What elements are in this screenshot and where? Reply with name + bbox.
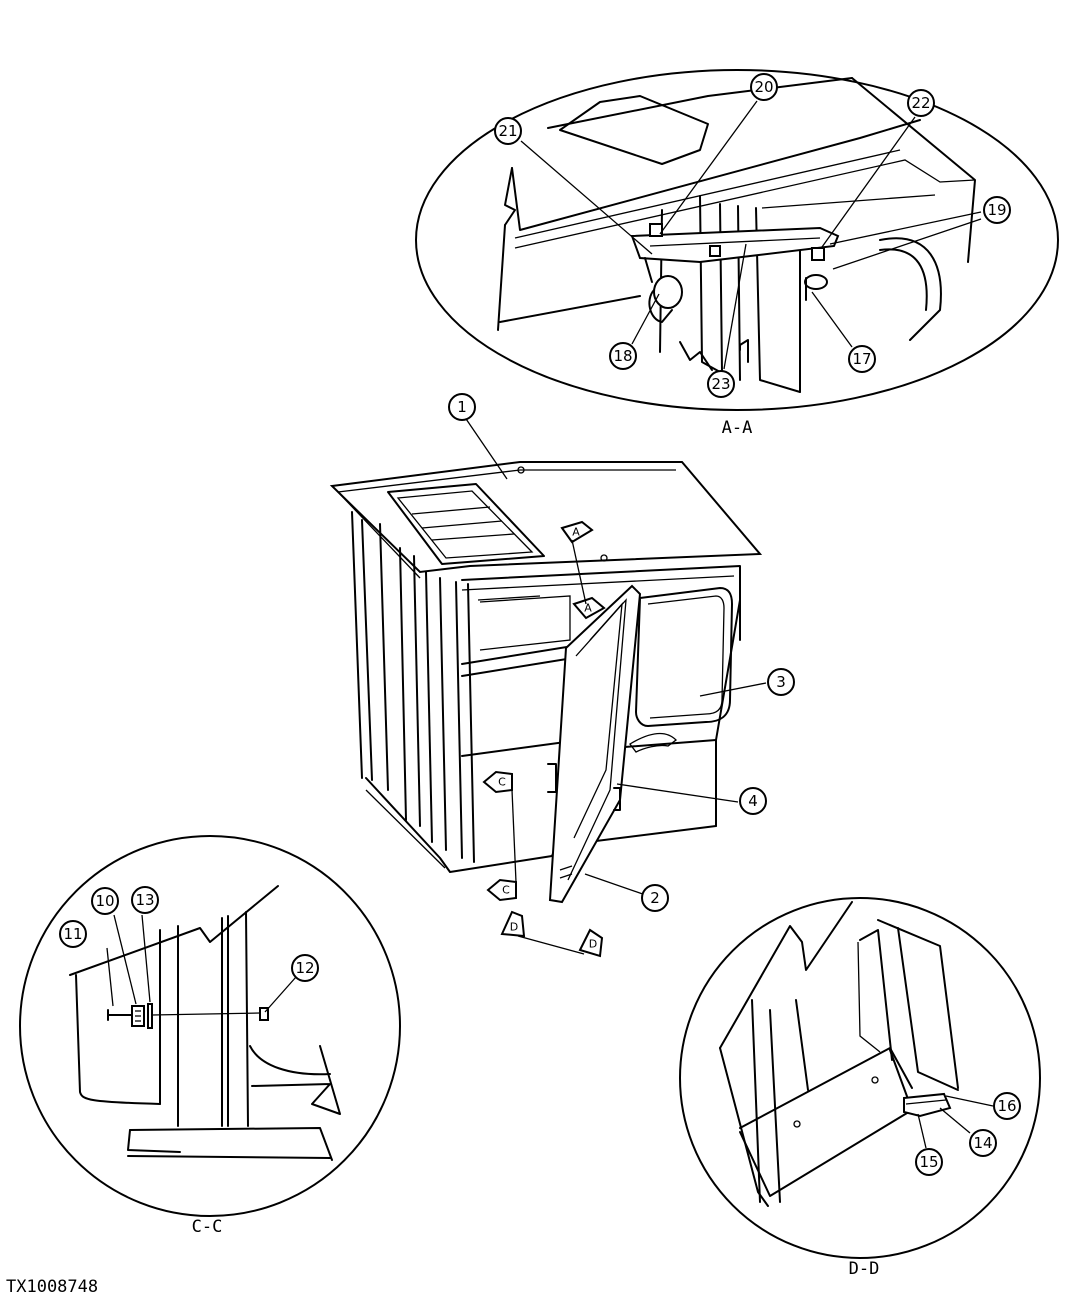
callout-23: 23 xyxy=(707,370,735,398)
section-marker-d-right: D xyxy=(578,928,604,958)
detail-c-c-boundary xyxy=(19,835,401,1217)
svg-text:14: 14 xyxy=(973,1134,992,1152)
view-label-c-c: C-C xyxy=(192,1217,223,1237)
callout-21: 21 xyxy=(494,117,522,145)
right-side-window xyxy=(635,587,733,727)
callout-17: 17 xyxy=(848,345,876,373)
svg-text:13: 13 xyxy=(135,891,154,909)
section-marker-c-upper: C xyxy=(482,770,513,794)
detail-a-a-structure xyxy=(497,77,976,393)
callout-3: 3 xyxy=(767,668,795,696)
svg-text:23: 23 xyxy=(711,375,730,393)
svg-text:21: 21 xyxy=(498,122,517,140)
svg-text:A: A xyxy=(584,602,592,615)
detail-view-d-d: D-D xyxy=(679,897,1041,1279)
callout-14: 14 xyxy=(969,1129,997,1157)
callout-16: 16 xyxy=(993,1092,1021,1120)
svg-text:16: 16 xyxy=(997,1097,1016,1115)
svg-text:3: 3 xyxy=(776,673,786,691)
callout-2: 2 xyxy=(641,884,669,912)
callout-10: 10 xyxy=(91,887,119,915)
leader-lines xyxy=(106,100,994,1149)
svg-text:4: 4 xyxy=(748,792,758,810)
svg-text:10: 10 xyxy=(95,892,114,910)
section-marker-c-lower: C xyxy=(486,878,517,902)
svg-text:A: A xyxy=(572,526,580,539)
svg-text:17: 17 xyxy=(852,350,871,368)
section-marker-a-upper: A xyxy=(560,520,594,544)
detail-view-a-a: A-A xyxy=(415,69,1059,438)
svg-text:15: 15 xyxy=(919,1153,938,1171)
detail-view-c-c: C-C xyxy=(19,835,401,1237)
svg-text:18: 18 xyxy=(613,347,632,365)
callout-4: 4 xyxy=(739,787,767,815)
svg-text:D: D xyxy=(510,921,518,934)
callout-19: 19 xyxy=(983,196,1011,224)
svg-text:1: 1 xyxy=(457,398,467,416)
callout-22: 22 xyxy=(907,89,935,117)
view-label-a-a: A-A xyxy=(722,418,753,438)
cab-assembly xyxy=(329,461,763,904)
section-marker-d-left: D xyxy=(500,910,526,938)
svg-text:11: 11 xyxy=(63,925,82,943)
cab-roof xyxy=(329,461,763,574)
svg-text:12: 12 xyxy=(295,959,314,977)
callout-15: 15 xyxy=(915,1148,943,1176)
svg-text:22: 22 xyxy=(911,94,930,112)
callout-18: 18 xyxy=(609,342,637,370)
svg-text:20: 20 xyxy=(754,78,773,96)
svg-text:D: D xyxy=(589,938,597,951)
callout-1: 1 xyxy=(448,393,476,421)
callout-20: 20 xyxy=(750,73,778,101)
callout-12: 12 xyxy=(291,954,319,982)
detail-a-a-boundary xyxy=(415,69,1059,411)
detail-d-d-boundary xyxy=(679,897,1041,1259)
svg-text:C: C xyxy=(502,884,510,897)
svg-text:C: C xyxy=(498,776,506,789)
section-marker-a-lower: A xyxy=(572,596,606,620)
callout-13: 13 xyxy=(131,886,159,914)
svg-text:2: 2 xyxy=(650,889,660,907)
figure-id: TX1008748 xyxy=(6,1277,98,1297)
view-label-d-d: D-D xyxy=(849,1259,880,1279)
svg-text:19: 19 xyxy=(987,201,1006,219)
callout-11: 11 xyxy=(59,920,87,948)
